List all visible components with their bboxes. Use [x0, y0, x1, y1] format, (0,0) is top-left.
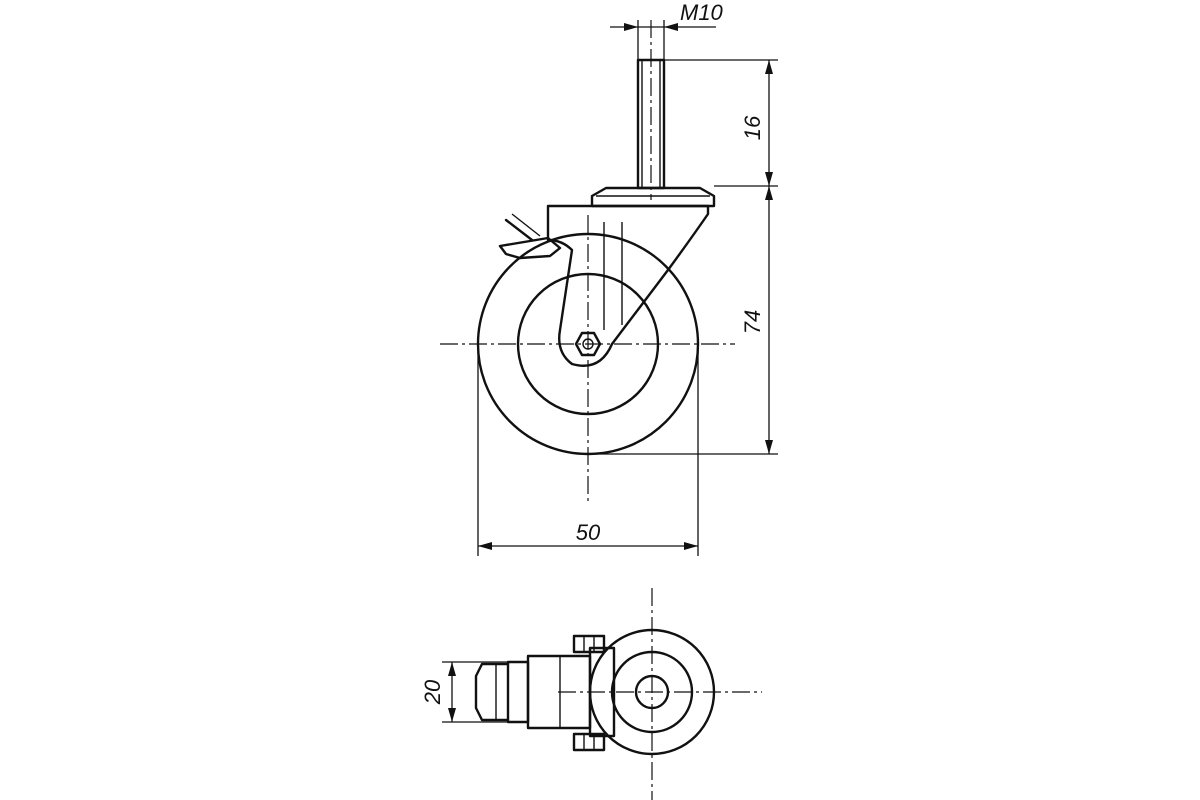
- brake-lever: [498, 236, 562, 260]
- brake-pedal: [504, 218, 534, 242]
- top-fork-ear: [588, 646, 616, 738]
- label-wheel-diameter: 50: [576, 520, 601, 545]
- top-plate: [590, 186, 716, 208]
- dimension-50: 50: [477, 344, 699, 556]
- axle-bore: [582, 338, 594, 350]
- front-view: M10 16 74 50: [440, 0, 778, 556]
- threaded-stem: [636, 58, 666, 190]
- fork-bracket: [546, 204, 710, 367]
- top-axle-bore: [634, 674, 670, 710]
- dimension-20: 20: [420, 661, 508, 723]
- top-brake-lever: [474, 662, 510, 722]
- dimension-m10: M10: [610, 0, 724, 60]
- top-nut-lower: [572, 732, 606, 752]
- axle-nut: [574, 331, 602, 357]
- label-wheel-width: 20: [420, 679, 445, 705]
- dimension-16: 16: [664, 59, 778, 187]
- top-wheel-hub: [610, 650, 694, 734]
- top-view: 20: [420, 588, 762, 800]
- top-nut-upper: [572, 634, 606, 654]
- brake-pedal-edge: [511, 213, 541, 237]
- top-brake-housing: [506, 660, 530, 724]
- label-height: 74: [740, 310, 765, 334]
- label-thread: M10: [680, 0, 724, 25]
- wheel-hub: [516, 272, 660, 416]
- dimension-74: 74: [600, 186, 778, 455]
- label-stem-length: 16: [740, 115, 765, 140]
